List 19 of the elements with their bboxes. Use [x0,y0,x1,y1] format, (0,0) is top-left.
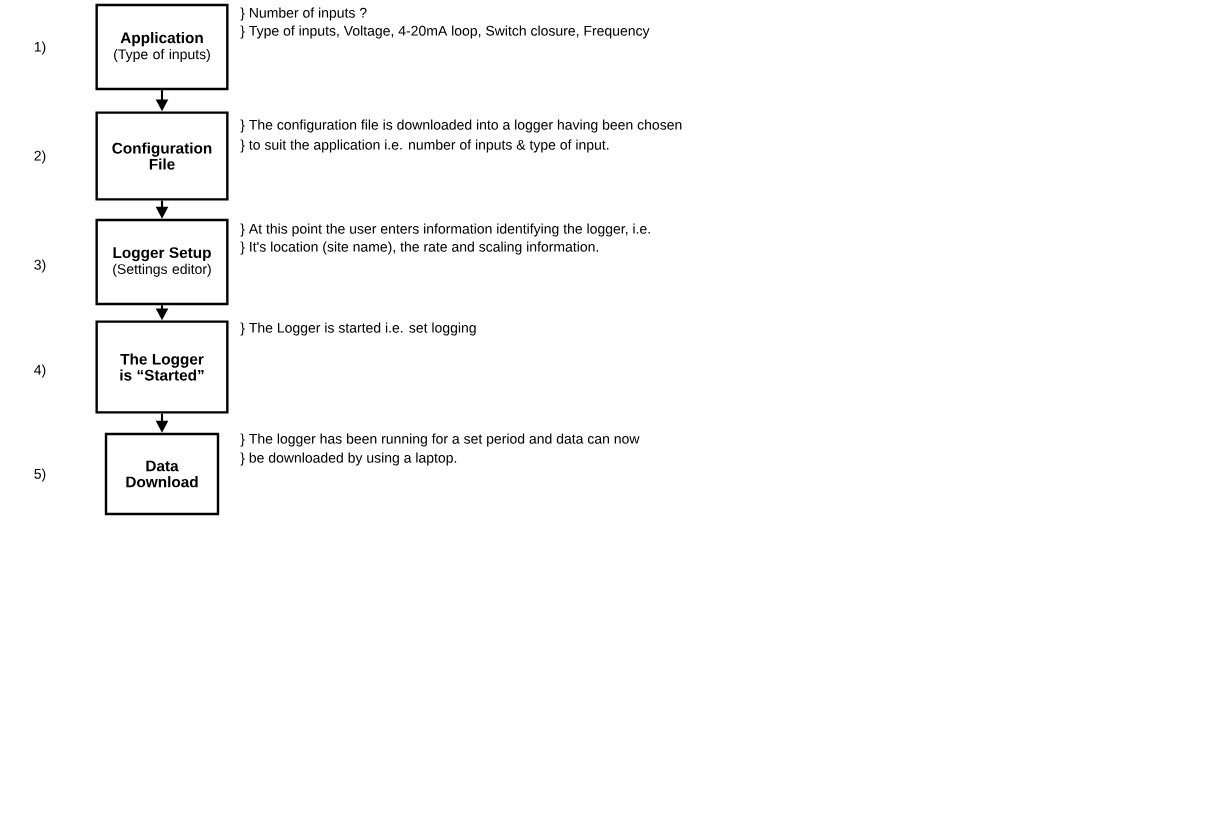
description-text: } be downloaded by using a laptop. [240,452,457,466]
description-text: } to suit the application i.e. number of inputs & type of input. [240,139,609,153]
step-number: 3) [34,259,46,273]
step-number: 4) [34,364,46,378]
process-box: The Logger is “Started” [95,320,229,414]
process-box: Configuration File [95,111,229,201]
step-number: 2) [34,150,46,164]
process-box: Data Download [104,432,220,516]
process-box: Application (Type of inputs) [95,3,229,91]
description-text: } The configuration file is downloaded into a logger having been chosen [240,119,682,133]
description-text: } Type of inputs, Voltage, 4-20mA loop, Switch closure, Frequency [240,25,650,39]
description-text: } The logger has been running for a set period and data can now [240,433,640,447]
process-box: Logger Setup (Settings editor) [95,218,229,306]
description-text: } The Logger is started i.e. set logging [240,322,476,336]
description-text: } At this point the user enters information identifying the logger, i.e. [240,223,650,237]
step-number: 5) [34,468,46,482]
description-text: } It's location (site name), the rate and scaling information. [240,241,598,255]
step-number: 1) [34,41,46,55]
description-text: } Number of inputs ? [240,7,367,21]
